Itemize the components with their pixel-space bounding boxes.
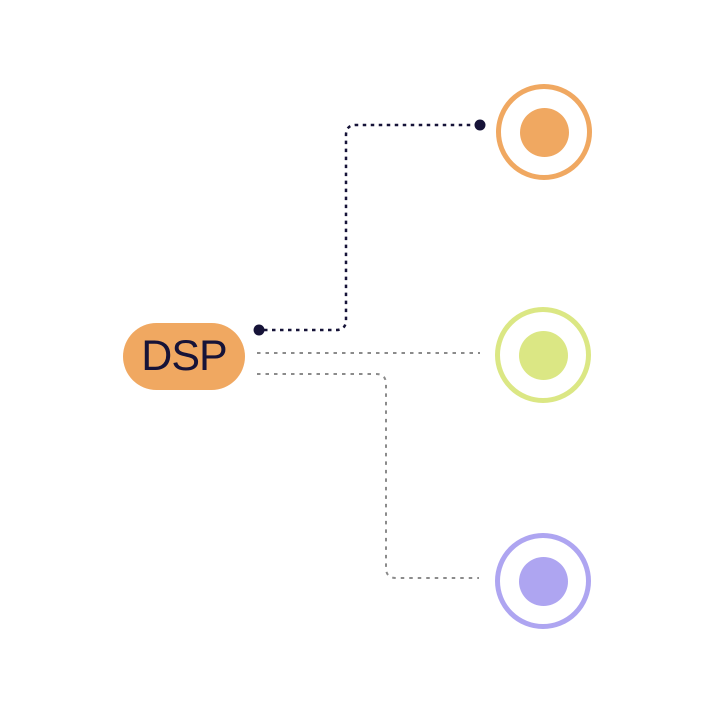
node-orange-target <box>496 84 592 180</box>
node-green-target-core <box>518 330 568 380</box>
connector-start-dot <box>253 324 265 336</box>
node-purple-target <box>495 533 591 629</box>
connector-dsp-to-purple <box>257 373 479 579</box>
node-dsp-label: DSP <box>141 332 227 380</box>
node-dsp: DSP <box>123 323 245 390</box>
node-purple-target-core <box>518 556 568 606</box>
node-orange-target-core <box>519 107 569 157</box>
connector-end-dot <box>474 119 486 131</box>
node-green-target <box>495 307 591 403</box>
connector-dsp-to-orange <box>264 123 474 332</box>
